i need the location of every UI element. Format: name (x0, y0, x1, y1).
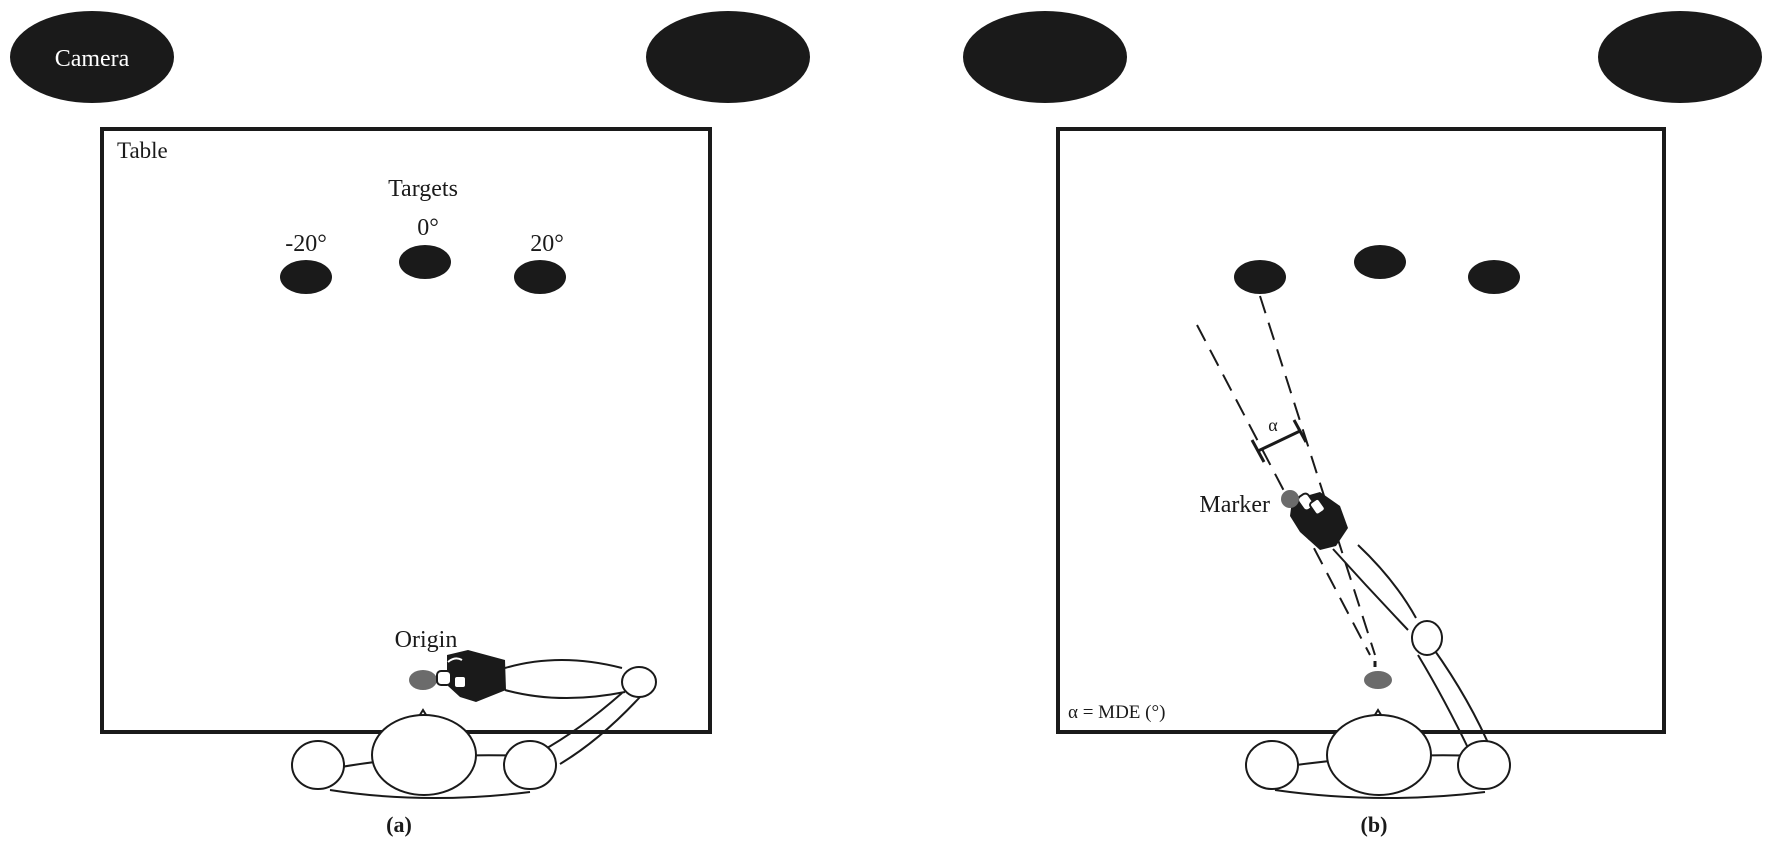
caption-a: (a) (386, 812, 412, 837)
alpha-bracket (1250, 419, 1308, 463)
mde-legend: α = MDE (°) (1068, 702, 1165, 723)
origin-marker (409, 670, 437, 690)
target-angle-left: -20° (285, 231, 327, 257)
hand-icon-b (1281, 490, 1348, 550)
torso-a (371, 714, 477, 796)
shoulder-left-a (291, 740, 345, 790)
target-angle-center: 0° (417, 215, 439, 241)
target-center-b (1354, 245, 1406, 279)
origin-marker-b (1364, 671, 1392, 689)
shoulder-right-b (1457, 740, 1511, 790)
target-center-a (399, 245, 451, 279)
marker-label: Marker (1199, 492, 1270, 518)
alpha-label: α (1268, 415, 1278, 435)
origin-label: Origin (395, 627, 458, 653)
panel-b: α Marker α = MDE (° (963, 11, 1762, 837)
table-label: Table (117, 138, 168, 163)
shoulder-right-a (503, 740, 557, 790)
target-angle-right: 20° (530, 231, 564, 257)
target-right-a (514, 260, 566, 294)
arm-b (1332, 544, 1493, 753)
elbow-b (1411, 620, 1443, 656)
camera-label: Camera (55, 46, 130, 72)
shoulder-left-b (1245, 740, 1299, 790)
camera-right-b (1598, 11, 1762, 103)
elbow-a (621, 666, 657, 698)
camera-left-a (10, 11, 174, 103)
target-right-b (1468, 260, 1520, 294)
targets-label: Targets (388, 176, 458, 202)
camera-right-a (646, 11, 810, 103)
trajectory-lines (1196, 295, 1376, 656)
table-b (1056, 127, 1666, 734)
target-left-b (1234, 260, 1286, 294)
panel-a: Camera Table Targets -20° 0° 20° Origin (10, 11, 810, 837)
marker-dot (1281, 490, 1299, 508)
hand-icon-a (436, 650, 506, 702)
target-left-a (280, 260, 332, 294)
torso-b (1326, 714, 1432, 796)
caption-b: (b) (1361, 812, 1388, 837)
camera-left-b (963, 11, 1127, 103)
